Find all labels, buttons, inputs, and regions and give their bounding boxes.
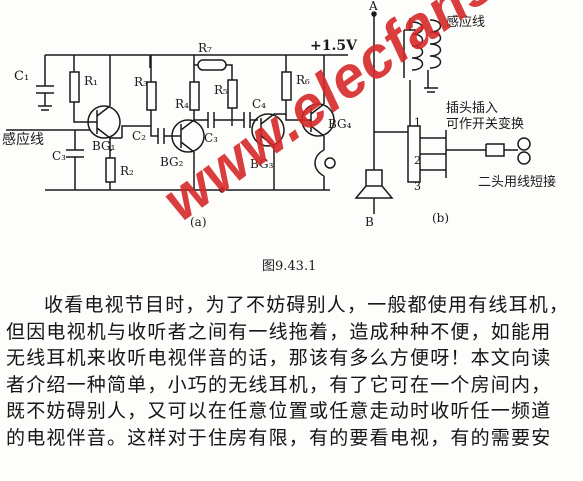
short-label: 二头用线短接 — [478, 174, 556, 190]
circuit-a: C₁ R₁ 感应线 C₃ BG₁ R₂ R₃ C₂ BG₂ — [2, 38, 358, 229]
label-r7: R₇ — [198, 41, 212, 55]
earphone-symbol — [314, 149, 325, 190]
label-c2: C₂ — [132, 129, 146, 143]
plug-label-2: 可作开关变换 — [446, 116, 524, 132]
paragraph-line: 无线耳机来收听电视伴音的话，那该有多么方便呀！本文向读 — [6, 347, 552, 369]
resistor-r2 — [105, 157, 116, 183]
label-bg3: BG₃ — [250, 157, 274, 171]
coil-label: 感应线 — [446, 14, 485, 30]
caption-b: (b) — [432, 211, 449, 225]
circuit-b: A 感应线 1 2 3 插头插入 可作开关变换 二头用线短接 B (b) — [354, 0, 556, 229]
label-r4: R₄ — [175, 97, 189, 111]
terminal-1: 1 — [414, 116, 421, 129]
paragraph-line: 既不妨碍别人，又可以在任意位置或任意走动时收听任一频道 — [6, 400, 552, 422]
paragraph-line: 的电视伴音。这样对于住房有限，有的要看电视，有的需要安 — [6, 426, 552, 449]
capacitor-c1 — [36, 55, 54, 106]
body-paragraph: 收看电视节目时，为了不妨碍别人，一般都使用有线耳机， 但因电视机与收听者之间有一… — [6, 292, 578, 451]
label-c3: C₃ — [52, 149, 66, 163]
paragraph-line: 者介绍一种简单，小巧的无线耳机，有了它可在一个房间内， — [6, 373, 552, 396]
terminal-a: A — [368, 0, 378, 13]
capacitor-c4 — [232, 112, 258, 128]
terminal-b: B — [365, 215, 374, 229]
label-c1: C₁ — [14, 69, 29, 84]
paragraph-line: 但因电视机与收听者之间有一线拖着，造成种种不便，如能用 — [6, 320, 552, 343]
plug-label-1: 插头插入 — [446, 101, 498, 116]
label-r1: R₁ — [84, 74, 98, 88]
label-bg1: BG₁ — [92, 139, 115, 153]
label-r5: R₅ — [214, 83, 228, 97]
resistor-r5 — [227, 79, 238, 109]
transistor-bg2 — [171, 119, 205, 153]
terminal-3: 3 — [414, 180, 421, 193]
figure-number: 图9.43.1 — [262, 259, 316, 274]
label-r6: R₆ — [296, 73, 310, 87]
resistor-r7 — [197, 59, 227, 71]
label-bg2: BG₂ — [160, 155, 184, 169]
capacitor-c2 — [150, 126, 178, 144]
label-bg4: BG₄ — [328, 117, 352, 131]
caption-a: (a) — [190, 215, 207, 229]
resistor-r1 — [69, 71, 80, 103]
transistor-bg3 — [251, 113, 285, 147]
capacitor-c5 — [194, 112, 232, 128]
circuit-figure: C₁ R₁ 感应线 C₃ BG₁ R₂ R₃ C₂ BG₂ — [2, 0, 556, 274]
supply-label: +1.5V — [310, 38, 358, 54]
label-c4: C₄ — [252, 97, 266, 111]
resistor-r4 — [189, 81, 200, 111]
terminal-2: 2 — [414, 154, 421, 167]
earpiece-symbol — [354, 132, 394, 199]
input-label: 感应线 — [2, 131, 44, 148]
resistor-r3 — [146, 81, 157, 111]
label-r3: R₃ — [134, 75, 148, 89]
paragraph-line: 收看电视节目时，为了不妨碍别人，一般都使用有线耳机， — [44, 294, 570, 316]
capacitor-c3 — [66, 130, 84, 190]
transformer-coil — [403, 18, 442, 93]
label-r2: R₂ — [120, 164, 134, 178]
resistor-r6 — [281, 71, 292, 101]
lead-a — [373, 12, 408, 133]
transistor-bg1 — [87, 105, 121, 139]
label-c5: C₃ — [204, 131, 218, 145]
plug — [446, 143, 518, 157]
